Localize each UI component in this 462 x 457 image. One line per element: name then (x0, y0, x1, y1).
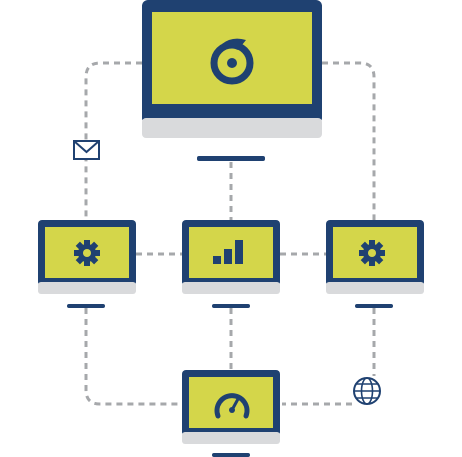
main-monitor (142, 0, 322, 161)
bottom-monitor (182, 370, 280, 457)
connectors (84, 61, 376, 406)
center-monitor (182, 220, 280, 308)
bottom-monitor-stand (212, 453, 250, 457)
globe-icon (353, 377, 381, 405)
left-monitor-stand (67, 304, 105, 308)
bottom-screen (189, 377, 273, 428)
right-monitor (326, 220, 424, 308)
gear-icon (359, 240, 385, 266)
connector-left-to-bottom (84, 308, 182, 406)
right-monitor-stand (355, 304, 393, 308)
speedometer-icon (214, 393, 250, 419)
connector-main-to-right (322, 61, 376, 220)
envelope-icon (72, 140, 100, 160)
left-monitor (38, 220, 136, 308)
center-monitor-stand (212, 304, 250, 308)
main-monitor-stand (197, 156, 265, 161)
gear-icon (74, 240, 100, 266)
bar-chart-icon (213, 240, 243, 264)
brand-logo-icon (210, 38, 254, 85)
